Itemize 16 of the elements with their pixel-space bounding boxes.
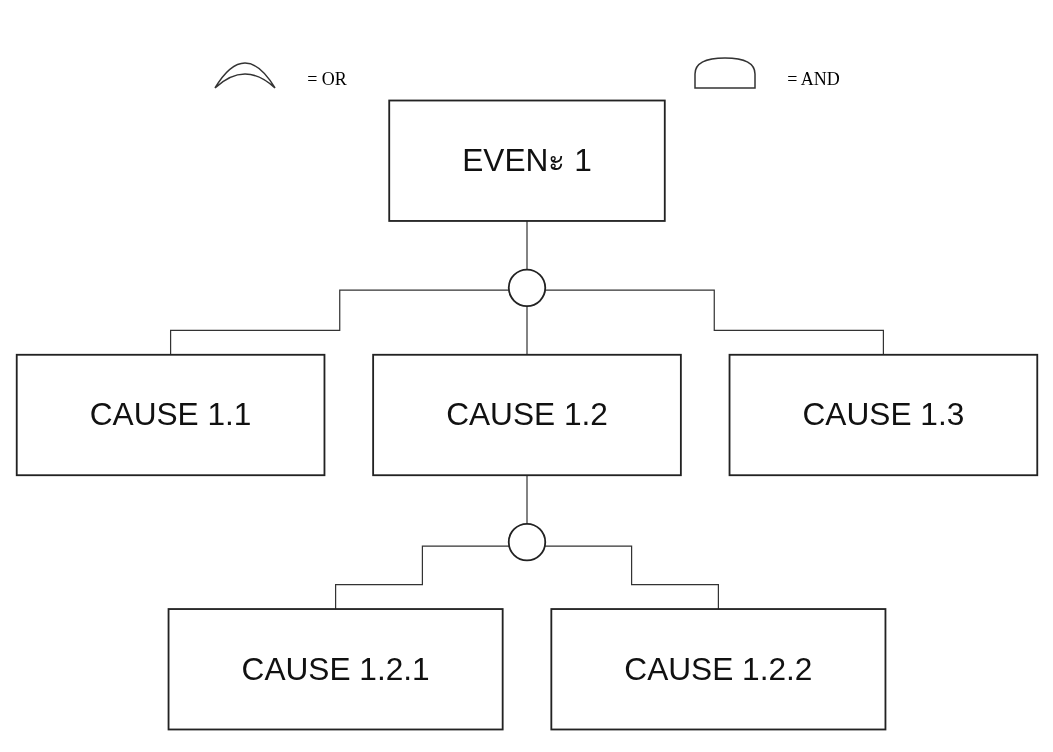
node-box: CAUSE 1.2 [371, 353, 682, 477]
connector [525, 474, 528, 525]
node-box: CAUSE 1.2.2 [549, 608, 886, 731]
node-box: CAUSE 1.3 [728, 353, 1038, 477]
connector [525, 305, 528, 356]
node-box: CAUSE 1.2.1 [167, 608, 504, 731]
legend-label: = AND [787, 69, 840, 90]
connector [525, 220, 528, 271]
connector [544, 289, 884, 356]
connector [543, 545, 719, 610]
connector [169, 289, 509, 356]
node-crescent [507, 522, 546, 562]
node-box: CAUSE 1.1 [15, 353, 325, 477]
node-box: EVENะ 1 [387, 99, 666, 222]
node-crescent [507, 268, 546, 308]
legend-label: = OR [307, 69, 347, 90]
